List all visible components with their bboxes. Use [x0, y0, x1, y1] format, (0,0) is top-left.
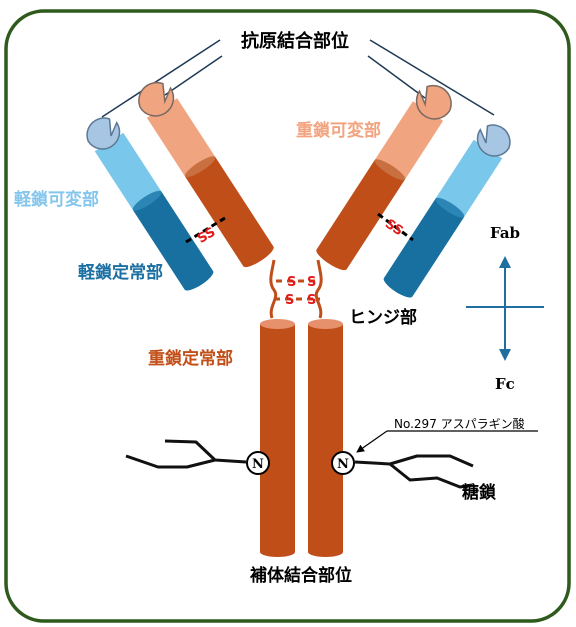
fab-left-heavy-chain — [138, 81, 274, 268]
antigen-binding-site-label: 抗原結合部位 — [241, 30, 349, 52]
n-label: N — [337, 457, 349, 472]
fab-fc-axis — [466, 256, 544, 361]
antigen-site-leader-lines — [101, 39, 495, 118]
hinge-label: ヒンジ部 — [349, 307, 417, 328]
asparagine-marker-right: N — [331, 451, 355, 475]
sulfur-label: S — [285, 293, 294, 308]
sugar-chain-label: 糖鎖 — [462, 482, 497, 503]
heavy-chain-constant-label: 重鎖定常部 — [148, 348, 233, 369]
light-chain-variable-label-left: 軽鎖可変部 — [14, 189, 99, 210]
sulfur-label: S — [307, 293, 316, 308]
fc-heavy-chain-right — [308, 319, 343, 557]
light-chain-constant-label: 軽鎖定常部 — [78, 262, 163, 283]
sugar-chain-right — [354, 454, 474, 489]
fab-right-light-chain — [383, 124, 511, 298]
fab-left-light-chain — [86, 117, 214, 291]
sulfur-label: S — [307, 275, 316, 290]
n-label: N — [252, 457, 264, 472]
asparagine-callout: No.297 アスパラギン酸 — [356, 416, 538, 453]
sugar-chain-left — [125, 439, 247, 469]
asparagine-marker-left: N — [246, 451, 270, 475]
hinge-disulfide-bonds: S S S S — [274, 275, 320, 308]
sulfur-label: S — [287, 275, 296, 290]
asparagine-label: No.297 アスパラギン酸 — [394, 416, 525, 431]
fab-right-heavy-chain — [316, 84, 452, 271]
hinge-region — [269, 259, 323, 319]
heavy-chain-variable-label-right: 重鎖可変部 — [296, 120, 381, 141]
fc-heavy-chain-left — [260, 319, 295, 557]
diagram-frame — [4, 9, 571, 623]
fab-label: Fab — [490, 224, 520, 242]
fc-label: Fc — [495, 375, 515, 393]
complement-binding-site-label: 補体結合部位 — [249, 565, 352, 586]
